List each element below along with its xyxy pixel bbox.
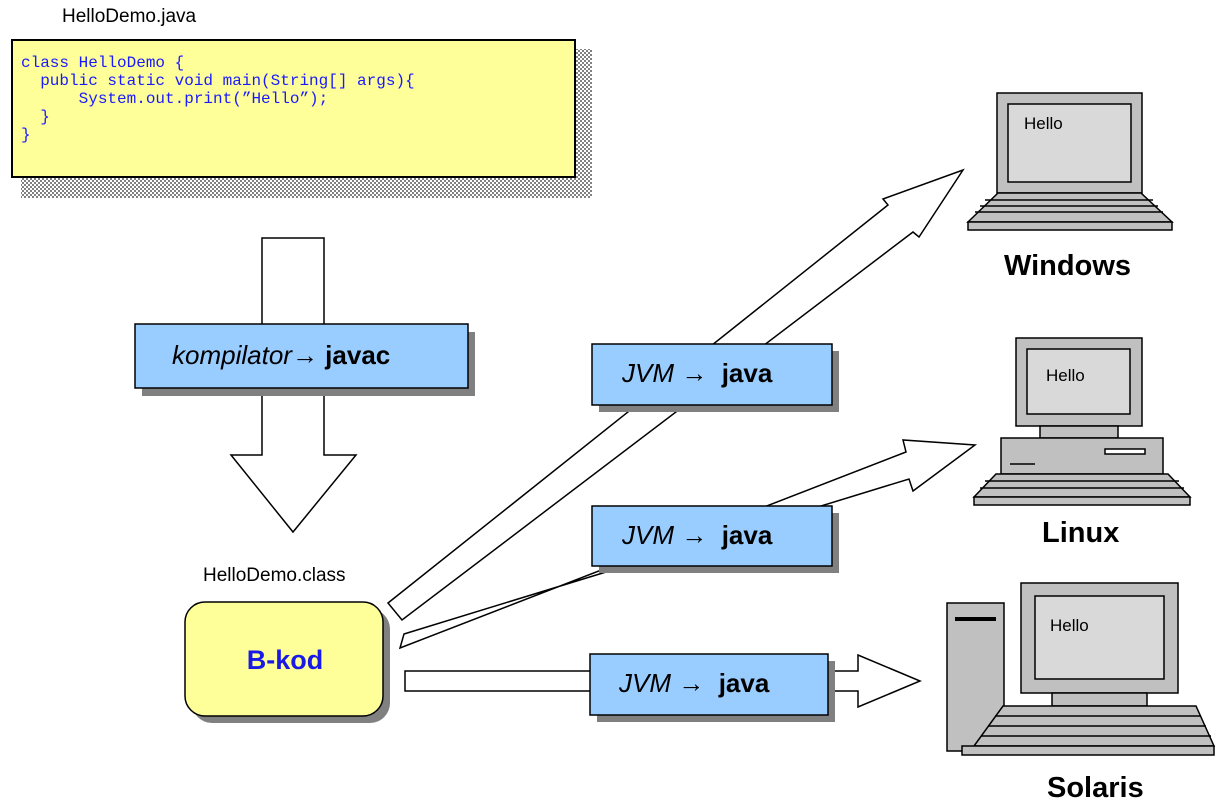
code-line: class HelloDemo { <box>21 54 185 72</box>
bytecode-label: B-kod <box>246 644 324 675</box>
jvm-command: java <box>718 668 770 698</box>
jvm-arrow: → <box>681 520 708 550</box>
jvm-label-solaris: JVM → java <box>619 668 769 699</box>
jvm-label-linux: JVM → java <box>622 520 772 551</box>
jvm-box-windows <box>591 343 833 406</box>
jvm-name: JVM <box>622 358 674 388</box>
compiler-box <box>134 323 469 389</box>
jvm-arrow: → <box>681 358 708 388</box>
tower-workstation-icon <box>946 582 1216 756</box>
source-file-label: HelloDemo.java <box>62 6 197 27</box>
windows-screen-text: Hello <box>1024 114 1063 133</box>
laptop-icon <box>966 92 1174 231</box>
source-code-box: class HelloDemo { public static void mai… <box>11 39 576 178</box>
jvm-command: java <box>721 520 773 550</box>
jvm-name: JVM <box>622 520 674 550</box>
jvm-arrow: → <box>678 668 705 698</box>
code-line: public static void main(String[] args){ <box>21 72 415 90</box>
jvm-name: JVM <box>619 668 671 698</box>
os-label-solaris: Solaris <box>1047 772 1144 804</box>
code-line: System.out.print(”Hello”); <box>21 90 329 108</box>
bytecode-box <box>184 601 384 717</box>
code-line: } <box>21 126 31 144</box>
solaris-screen-text: Hello <box>1050 616 1089 635</box>
jvm-box-linux <box>591 505 833 567</box>
code-line: } <box>21 108 50 126</box>
compiler-label: kompilator→ javac <box>172 340 390 371</box>
jvm-box-solaris <box>589 653 829 716</box>
os-label-windows: Windows <box>1004 250 1132 282</box>
bytecode-file-label: HelloDemo.class <box>203 565 346 586</box>
desktop-computer-icon <box>972 337 1192 506</box>
compiler-command: javac <box>325 340 391 370</box>
source-code: class HelloDemo { public static void mai… <box>21 54 415 144</box>
os-label-linux: Linux <box>1042 517 1120 549</box>
compiler-name: kompilator <box>172 340 292 370</box>
jvm-label-windows: JVM → java <box>622 358 772 389</box>
compiler-arrow: → <box>291 340 318 370</box>
jvm-command: java <box>721 358 773 388</box>
linux-screen-text: Hello <box>1046 366 1085 385</box>
